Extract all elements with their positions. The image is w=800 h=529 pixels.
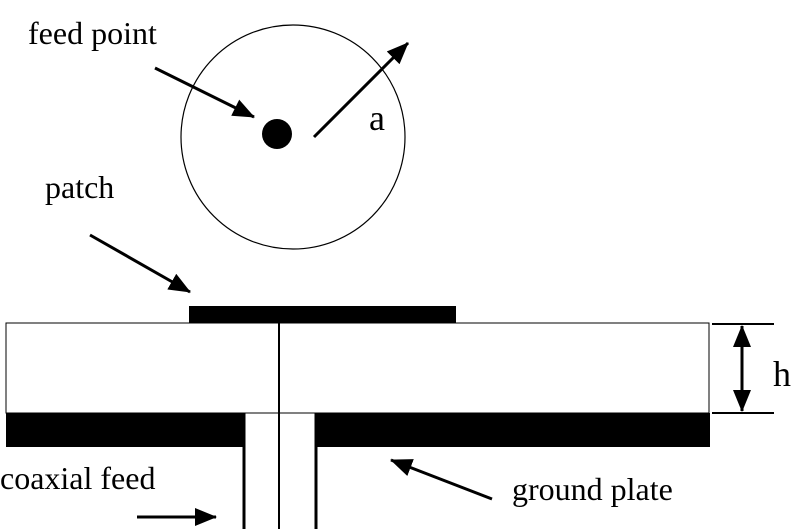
height-label: h <box>773 354 791 394</box>
coaxial-feed-label: coaxial feed <box>0 460 155 496</box>
feed-point-arrow <box>154 66 255 119</box>
ground-plate-arrow <box>390 458 493 501</box>
patch-top-view-circle <box>180 24 406 250</box>
radius-arrow <box>312 41 410 139</box>
ground-plate-left <box>6 413 244 447</box>
substrate <box>5 322 710 414</box>
patch-label: patch <box>45 169 114 205</box>
patch-arrow <box>89 233 191 294</box>
ground-plate-right <box>316 413 710 447</box>
feed-point-dot <box>262 119 292 149</box>
patch-side-view <box>189 306 456 323</box>
feed-point-label: feed point <box>28 15 157 51</box>
ground-plate-label: ground plate <box>512 471 673 507</box>
radius-label: a <box>369 98 385 138</box>
